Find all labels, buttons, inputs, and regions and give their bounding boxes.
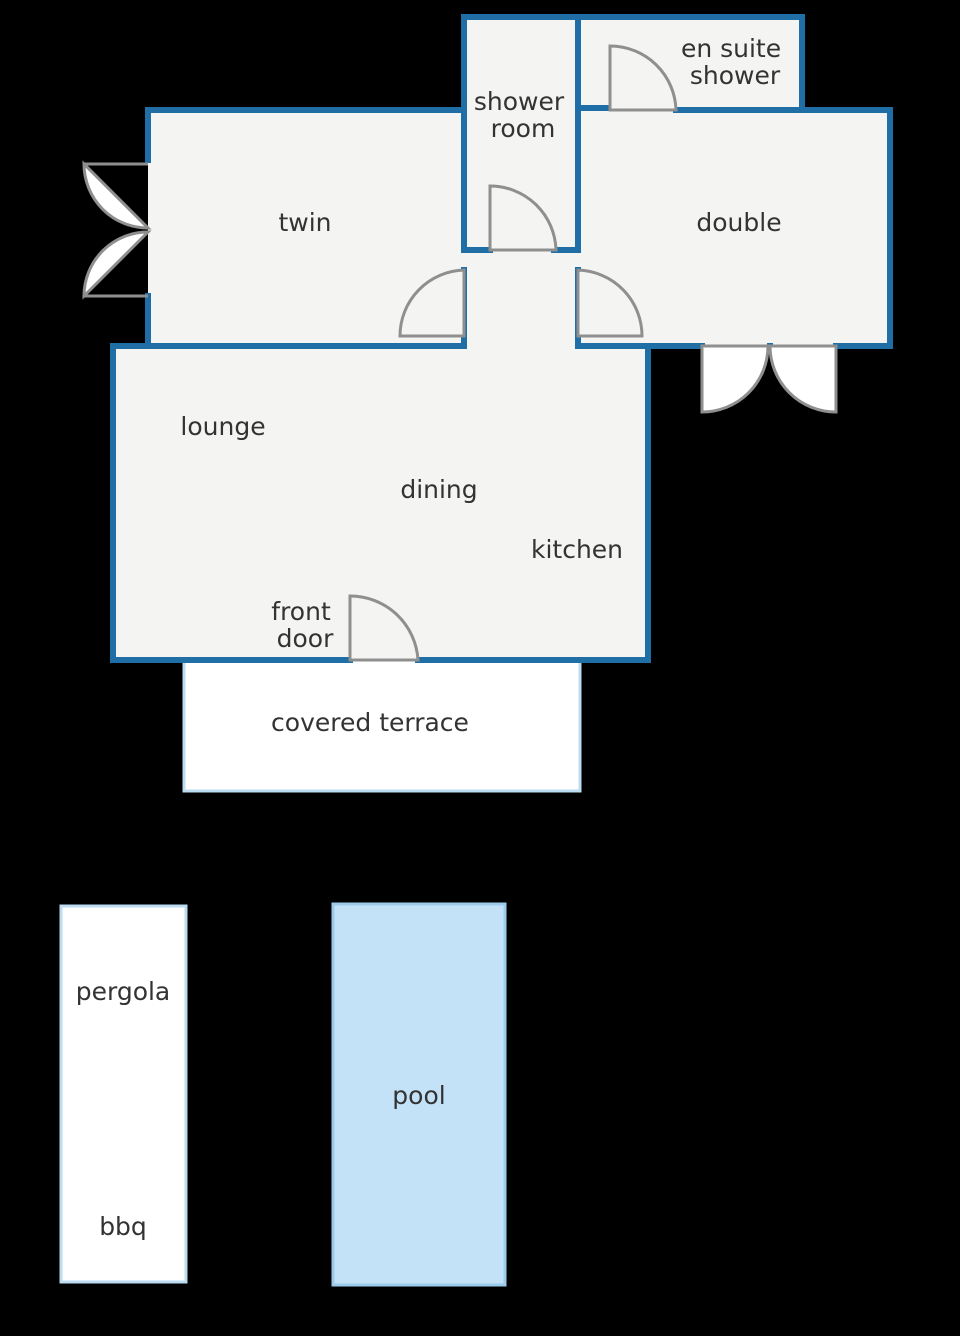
label-shower-room-line2: room (491, 114, 556, 143)
label-en-suite-line2: shower (690, 61, 781, 90)
double-terrace-door-right (768, 344, 838, 414)
pergola-area (59, 904, 188, 1284)
label-pool: pool (392, 1081, 445, 1110)
label-en-suite-line1: en suite (681, 34, 781, 63)
twin-door (398, 268, 466, 338)
double-door (576, 268, 644, 338)
label-bbq: bbq (99, 1212, 147, 1241)
pool-area (331, 902, 507, 1287)
label-twin: twin (278, 208, 331, 237)
front-door-swing (348, 594, 420, 662)
room-labels: twin shower room en suite shower double … (76, 34, 789, 1241)
label-front-door-line1: front (271, 597, 331, 626)
doors (82, 44, 838, 662)
label-kitchen: kitchen (531, 535, 623, 564)
twin-left-door-top (82, 160, 152, 230)
label-front-door: front door (271, 597, 338, 653)
label-en-suite-shower: en suite shower (681, 34, 789, 90)
twin-left-door-bottom (82, 230, 152, 300)
covered-terrace-area (182, 658, 582, 793)
label-lounge: lounge (180, 412, 265, 441)
en-suite-door (608, 44, 678, 112)
label-shower-room: shower room (474, 87, 572, 143)
label-double: double (696, 208, 781, 237)
shower-room-door (488, 184, 558, 252)
label-pergola: pergola (76, 977, 171, 1006)
label-shower-room-line1: shower (474, 87, 565, 116)
label-covered-terrace: covered terrace (271, 708, 469, 737)
label-front-door-line2: door (277, 624, 334, 653)
double-terrace-door-left (700, 344, 770, 414)
label-dining: dining (400, 475, 477, 504)
